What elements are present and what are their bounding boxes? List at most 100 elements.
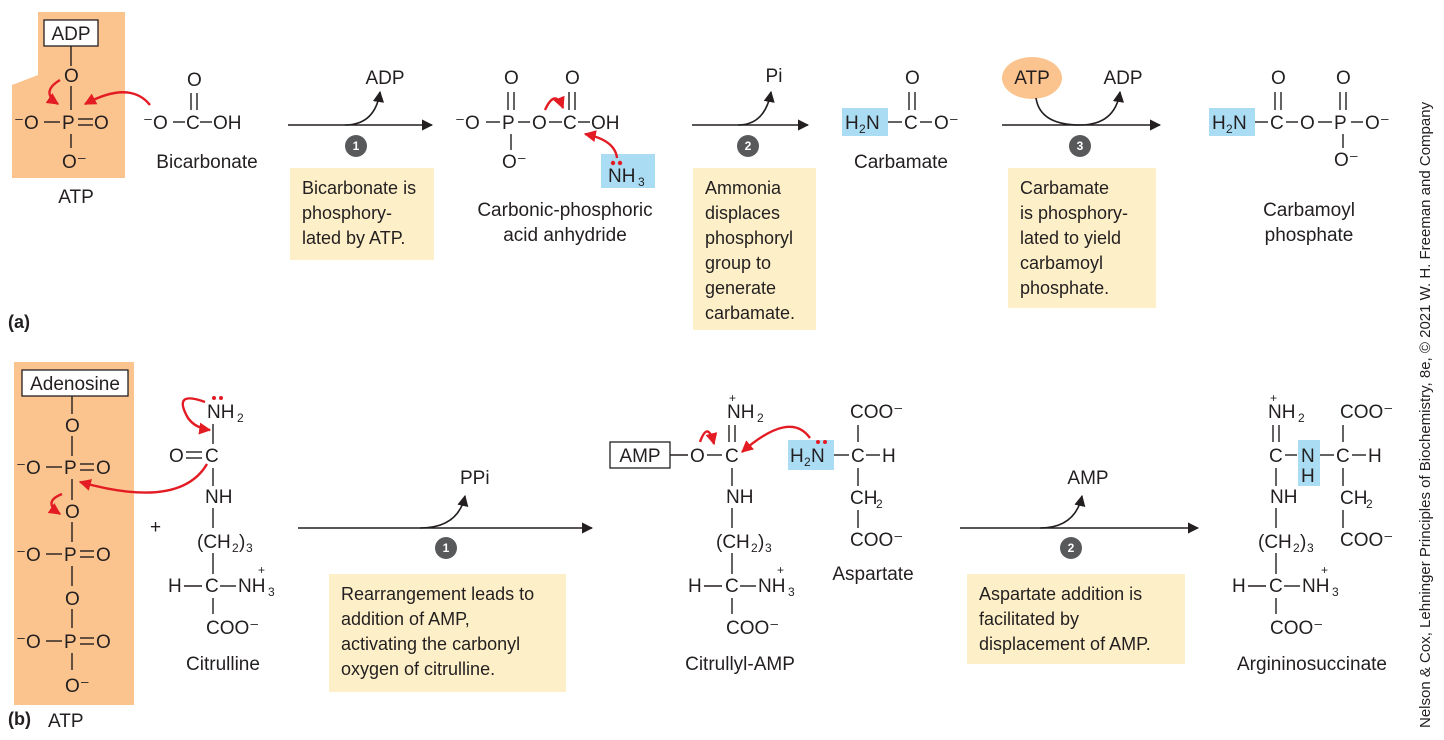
svg-text:2: 2 [757,411,764,425]
svg-text:+: + [258,563,265,577]
svg-text:O⁻: O⁻ [934,113,959,134]
svg-text:NH: NH [727,402,754,423]
svg-text:H: H [882,446,896,467]
svg-text:NH: NH [1268,402,1295,423]
adenosine-label: Adenosine [30,374,120,395]
anhydride-label-1: Carbonic-phosphoric [477,200,652,221]
svg-text:P: P [64,632,77,653]
svg-text:H: H [1212,113,1226,134]
svg-text:NH: NH [726,487,753,508]
svg-text:N: N [811,446,825,467]
svg-text:2: 2 [859,122,866,136]
electron-arrow [583,130,619,159]
svg-text:O: O [65,502,80,523]
arrow1-product: ADP [365,68,404,89]
ammonia-highlight [601,154,655,188]
svg-text:(CH: (CH [197,532,231,553]
svg-text:O: O [65,589,80,610]
citrullyl-amp-label: Citrullyl-AMP [685,654,795,675]
svg-text:CH: CH [850,488,877,509]
step-b1-note: Rearrangement leads to addition of AMP, … [329,574,566,692]
svg-text:NH: NH [238,576,265,597]
svg-text:O: O [565,68,580,89]
svg-text:H: H [688,576,702,597]
ppi-label: PPi [460,468,490,489]
svg-text:O⁻: O⁻ [1365,113,1390,134]
arrow3-product: ADP [1103,68,1142,89]
electron-arrow [698,430,718,446]
amp-box-label: AMP [619,446,660,467]
svg-text:⁻O: ⁻O [16,632,41,653]
svg-text:+: + [729,391,736,405]
carbamate-label: Carbamate [854,152,948,173]
svg-text:C: C [1270,113,1284,134]
svg-text:NH: NH [207,402,234,423]
argininosuccinate-label: Argininosuccinate [1237,654,1387,675]
svg-text:2: 2 [751,541,758,555]
svg-text:O⁻: O⁻ [1334,150,1359,171]
adp-box-label: ADP [51,24,90,45]
svg-text:OH: OH [213,113,242,134]
arrow2-product: Pi [766,66,783,87]
panel-a-label: (a) [8,312,30,332]
svg-text:COO⁻: COO⁻ [1270,618,1323,639]
svg-text:C: C [205,446,219,467]
electron-arrow [543,95,565,111]
plus-sign: + [150,517,161,538]
svg-text:P: P [1334,113,1347,134]
amine-highlight [842,108,888,136]
svg-text:C: C [851,446,865,467]
svg-text:C: C [725,576,739,597]
copyright-credit: Nelson & Cox, Lehninger Principles of Bi… [1417,101,1434,728]
svg-text:O: O [64,66,79,87]
svg-text:3: 3 [268,585,275,599]
svg-text:OH: OH [591,113,620,134]
svg-text:COO⁻: COO⁻ [850,402,903,423]
svg-text:O⁻: O⁻ [502,152,527,173]
svg-text:+: + [1270,391,1277,405]
svg-text:3: 3 [788,585,795,599]
step-b2-note: Aspartate addition is facilitated by dis… [967,574,1185,664]
svg-text:O: O [94,113,109,134]
step-circle-1 [345,135,367,157]
svg-text:O: O [905,68,920,89]
svg-text:O: O [187,70,202,91]
atp-caption-b: ATP [48,711,84,732]
svg-text:P: P [502,113,515,134]
step-circle-b1 [435,537,457,559]
svg-text:O: O [65,416,80,437]
aspartate-label: Aspartate [832,564,913,585]
step3-note: Carbamate is phosphory- lated to yield c… [1008,168,1156,308]
svg-text:O⁻: O⁻ [65,676,90,697]
step-circle-3 [1069,135,1091,157]
svg-text:P: P [64,545,77,566]
svg-text:COO⁻: COO⁻ [726,618,779,639]
svg-text:C: C [1269,446,1283,467]
svg-text:O: O [96,458,111,479]
svg-text:C: C [725,446,739,467]
svg-text:N: N [866,113,880,134]
step-number: 1 [353,139,360,153]
svg-text:O: O [1336,68,1351,89]
svg-text:NH: NH [1302,576,1329,597]
panel-a: ADP O ⁻O P O O⁻ ATP ⁻O C OH O Bicarbonat… [8,12,1390,332]
svg-text:O: O [1300,113,1315,134]
svg-text:2: 2 [1226,122,1233,136]
svg-text:+: + [1321,563,1328,577]
step1-note: Bicarbonate is phosphory- lated by ATP. [290,168,434,260]
panel-b: Adenosine O ⁻O P O O ⁻O P O O ⁻O P O O⁻ … [8,362,1393,732]
electron-arrow [181,397,212,435]
svg-text:COO⁻: COO⁻ [1340,402,1393,423]
atp-highlight [12,12,125,178]
electron-arrow [83,91,151,106]
svg-text:2: 2 [1293,541,1300,555]
svg-text:P: P [64,458,77,479]
step-circle-2 [737,135,759,157]
citrulline-label: Citrulline [186,654,260,675]
adp-box [43,19,99,47]
svg-text:NH: NH [608,166,635,187]
svg-text:NH: NH [1270,487,1297,508]
atp-bubble [1002,57,1062,99]
svg-text:COO⁻: COO⁻ [850,530,903,551]
